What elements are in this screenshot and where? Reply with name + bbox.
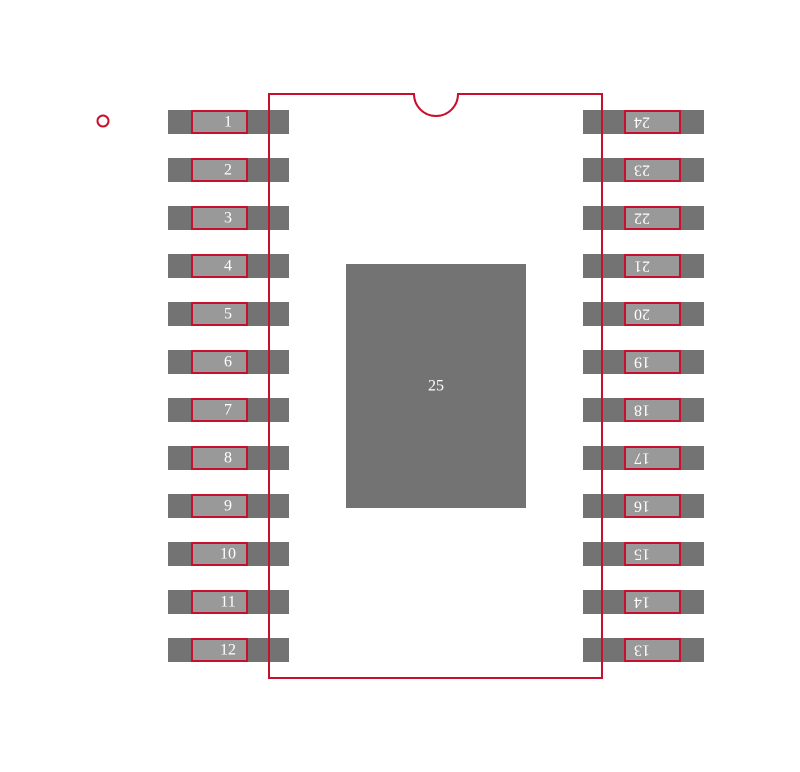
pad-label-16: 16 (634, 498, 650, 515)
pad-label-22: 22 (634, 210, 650, 227)
pad-label-24: 24 (634, 114, 650, 131)
pad-16-inner (624, 494, 681, 518)
pad-label-13: 13 (634, 642, 650, 659)
pad-7-inner (191, 398, 248, 422)
pad-label-8: 8 (224, 450, 232, 467)
pad-label-6: 6 (224, 354, 232, 371)
pad-19-inner (624, 350, 681, 374)
pad-11-inner (191, 590, 248, 614)
pad-label-12: 12 (220, 642, 236, 659)
pad-label-9: 9 (224, 498, 232, 515)
pad-label-17: 17 (634, 450, 650, 467)
pad-24-inner (624, 110, 681, 134)
pad-23-inner (624, 158, 681, 182)
thermal-pad (346, 264, 526, 508)
pad-label-11: 11 (220, 594, 235, 611)
pad-22-inner (624, 206, 681, 230)
pad-6-inner (191, 350, 248, 374)
pad-3-inner (191, 206, 248, 230)
pad-label-10: 10 (220, 546, 236, 563)
pad-label-20: 20 (634, 306, 650, 323)
pad-14-inner (624, 590, 681, 614)
pad-label-3: 3 (224, 210, 232, 227)
pad-21-inner (624, 254, 681, 278)
pad-label-2: 2 (224, 162, 232, 179)
pad-8-inner (191, 446, 248, 470)
pad-20-inner (624, 302, 681, 326)
pad-label-5: 5 (224, 306, 232, 323)
pad-4-inner (191, 254, 248, 278)
pad-13-inner (624, 638, 681, 662)
pad-17-inner (624, 446, 681, 470)
body-outline (268, 93, 603, 679)
pad-label-19: 19 (634, 354, 650, 371)
pad-2-inner (191, 158, 248, 182)
pad-1-inner (191, 110, 248, 134)
pad-label-21: 21 (634, 258, 650, 275)
pad-label-1: 1 (224, 114, 232, 131)
pad-label-15: 15 (634, 546, 650, 563)
pad-18-inner (624, 398, 681, 422)
pad-15-inner (624, 542, 681, 566)
pad-label-18: 18 (634, 402, 650, 419)
thermal-pad-label: 25 (428, 378, 444, 395)
pad-9-inner (191, 494, 248, 518)
pad-label-23: 23 (634, 162, 650, 179)
pad-5-inner (191, 302, 248, 326)
pad-label-7: 7 (224, 402, 232, 419)
pad-label-14: 14 (634, 594, 650, 611)
pad-12-inner (191, 638, 248, 662)
pin1-marker-dot (96, 114, 110, 128)
pad-label-4: 4 (224, 258, 232, 275)
pad-10-inner (191, 542, 248, 566)
